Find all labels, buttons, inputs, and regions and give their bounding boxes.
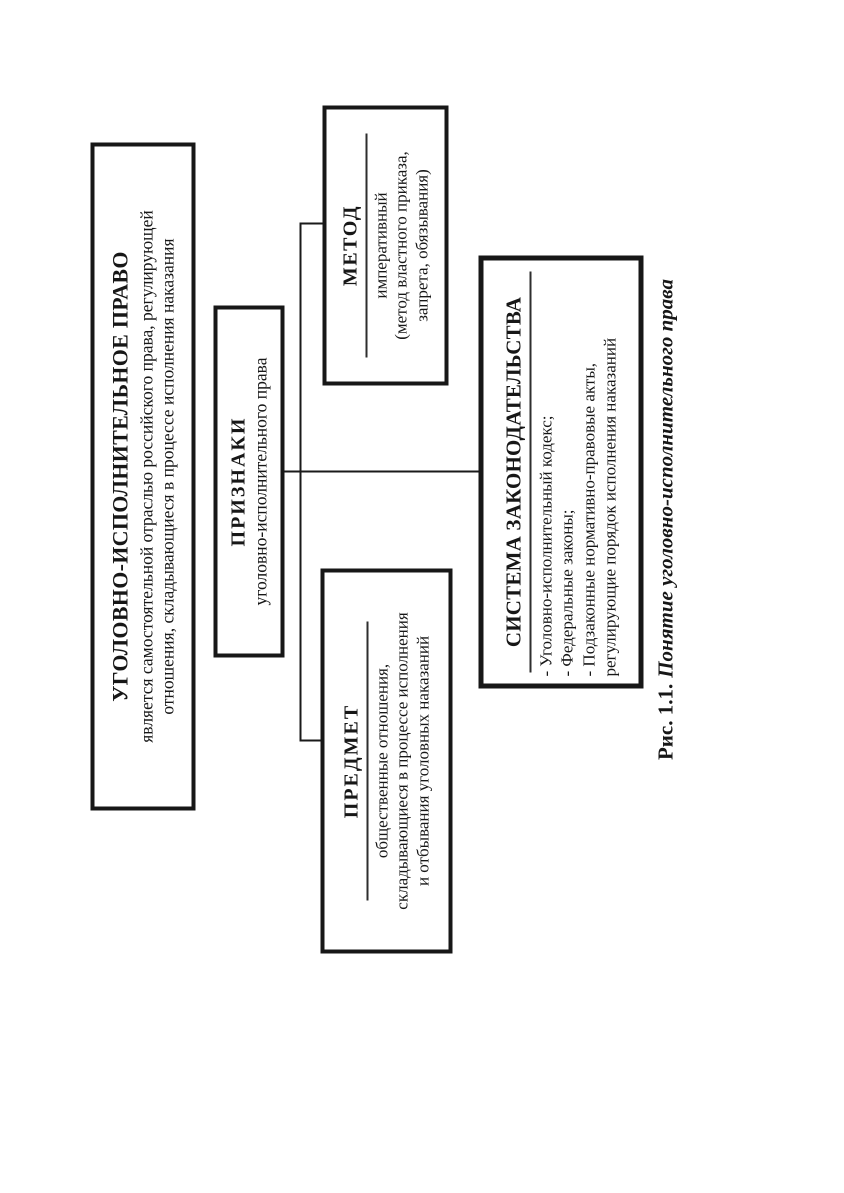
predmet-title: ПРЕДМЕТ [339,703,362,818]
heading-separator [364,133,367,357]
sistema-list-item: - Подзаконные нормативно-правовые акты, [578,362,598,676]
main-concept-box: УГОЛОВНО-ИСПОЛНИТЕЛЬНОЕ ПРАВО является с… [90,142,195,810]
heading-separator [365,621,368,900]
sistema-list-item: регулирующие порядок исполнения наказани… [600,337,619,676]
sistema-box: СИСТЕМА ЗАКОНОДАТЕЛЬСТВА - Уголовно-испо… [478,255,643,688]
main-concept-title: УГОЛОВНО-ИСПОЛНИТЕЛЬНОЕ ПРАВО [106,250,132,702]
priznaki-subtitle: уголовно-исполнительного права [250,357,270,605]
metod-box: МЕТОД императивный (метод властного прик… [322,105,448,385]
figure-caption: Рис. 1.1. Понятие уголовно-исполнительног… [653,219,678,819]
sistema-list-item: - Федеральные законы; [557,508,577,676]
connector-branch-line [299,222,301,741]
metod-line: запрета, обязывания) [411,168,431,322]
connector-priznaki-to-sistema [283,470,478,472]
connector-to-predmet [300,739,320,741]
sistema-title: СИСТЕМА ЗАКОНОДАТЕЛЬСТВА [500,296,525,647]
sistema-list-item: - Уголовно-исполнительный кодекс; [535,414,555,676]
predmet-line: и отбывания уголовных наказаний [412,635,432,886]
predmet-box: ПРЕДМЕТ общественные отношения, складыва… [320,568,452,953]
heading-separator [528,270,531,673]
priznaki-box: ПРИЗНАКИ уголовно-исполнительного права [213,305,284,657]
connector-to-metod [300,222,322,224]
figure-caption-label: Рис. 1.1. [653,683,677,760]
metod-title: МЕТОД [338,204,361,286]
metod-line: императивный [370,191,390,299]
predmet-line: общественные отношения, [371,663,391,858]
figure-caption-text: Понятие уголовно-исполнительного права [653,278,677,678]
metod-line: (метод властного приказа, [391,150,411,340]
sistema-list: - Уголовно-исполнительный кодекс; - Феде… [535,260,621,683]
main-concept-line: является самостоятельной отраслью россий… [136,209,157,743]
predmet-line: складывающиеся в процессе исполнения [392,611,412,910]
priznaki-title: ПРИЗНАКИ [227,416,249,546]
main-concept-line: отношения, складывающиеся в процессе исп… [157,237,178,715]
